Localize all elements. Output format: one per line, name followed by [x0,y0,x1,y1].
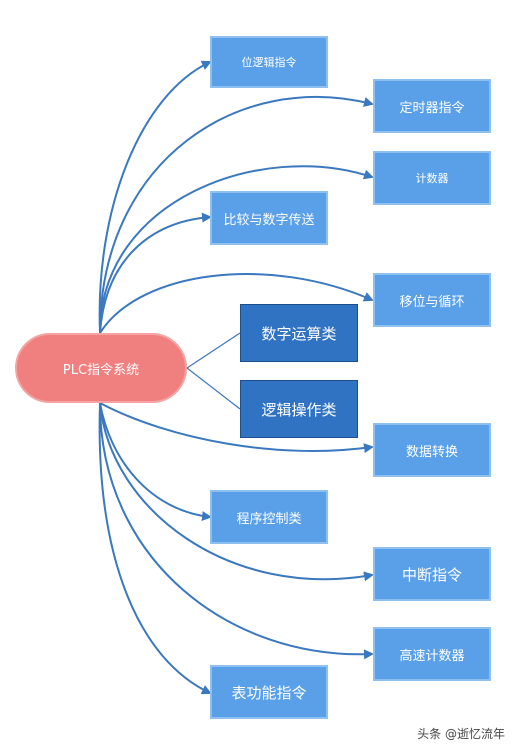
connector-to-counter [99,165,374,334]
node-label: 中断指令 [401,565,462,584]
node-label: 定时器指令 [399,100,465,116]
node-bit-logic: 位逻辑指令 [210,36,328,88]
connector-to-bit-logic [98,60,212,334]
connector-to-compare-transfer [99,212,212,334]
node-compare-transfer: 比较与数字传送 [210,191,328,245]
connector-to-table-function [98,402,212,695]
node-table-function: 表功能指令 [210,665,328,719]
node-counter: 计数器 [373,151,491,205]
connector-to-program-control [99,402,212,522]
node-label: 数字运算类 [261,324,337,343]
node-label: 移位与循环 [399,294,465,310]
watermark-text: 头条 @逝忆流年 [417,727,505,741]
connector-to-logic-ops [186,367,241,410]
node-data-convert: 数据转换 [373,423,491,477]
node-label: 位逻辑指令 [241,56,297,69]
node-label: 程序控制类 [236,511,302,527]
connector-to-high-speed-counter [99,402,374,660]
node-logic-ops: 逻辑操作类 [240,380,358,438]
connector-to-timer [99,95,374,334]
node-label: 高速计数器 [399,648,465,664]
node-label: 比较与数字传送 [223,212,315,228]
connector-to-shift-rotate [99,273,374,334]
connector-to-arithmetic [186,332,241,369]
watermark: 头条 @逝忆流年 [417,725,505,742]
connector-to-interrupt [99,402,374,582]
root-node: PLC指令系统 [15,333,187,403]
root-node-label: PLC指令系统 [62,362,140,378]
node-label: 数据转换 [405,444,458,460]
node-interrupt: 中断指令 [373,547,491,601]
node-arithmetic: 数字运算类 [240,304,358,362]
connector-to-data-convert [99,402,374,454]
node-high-speed-counter: 高速计数器 [373,627,491,681]
node-program-control: 程序控制类 [210,490,328,544]
node-timer: 定时器指令 [373,79,491,133]
node-shift-rotate: 移位与循环 [373,273,491,327]
node-label: 逻辑操作类 [261,400,337,419]
node-label: 计数器 [415,172,449,185]
node-label: 表功能指令 [231,683,307,702]
